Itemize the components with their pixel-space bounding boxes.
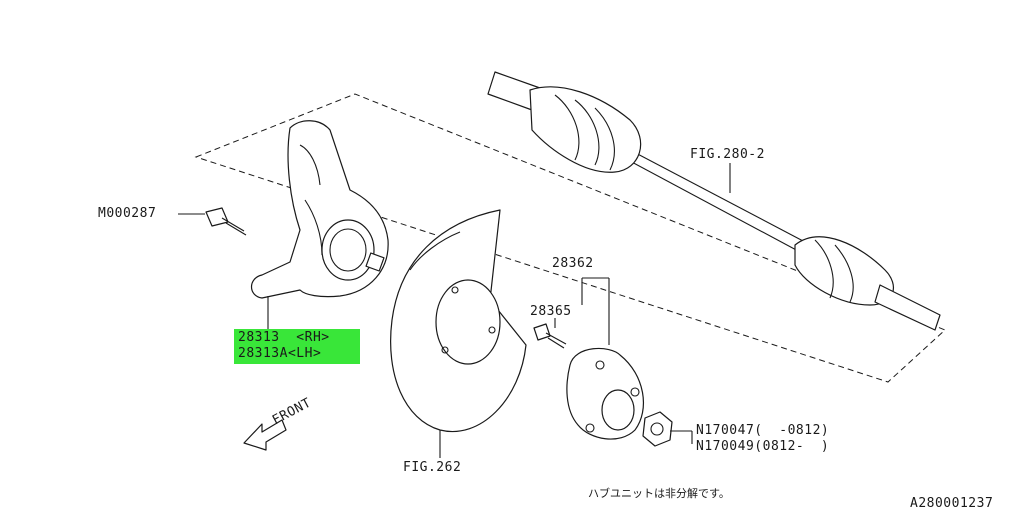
knuckle-bolt: [205, 207, 247, 236]
label-knuckle-lh[interactable]: 28313A<LH>: [238, 346, 322, 361]
label-knuckle-rh[interactable]: 28313 <RH>: [238, 330, 330, 345]
label-nut-a[interactable]: N170047( -0812): [696, 423, 830, 438]
diagram-id: A280001237: [910, 496, 994, 511]
steering-knuckle: [250, 120, 389, 299]
hub-unit: [566, 347, 644, 440]
highlight-knuckle: [234, 329, 360, 364]
note-text: ハブユニットは非分解です。: [588, 487, 730, 500]
label-hub-bolt[interactable]: 28365: [530, 304, 572, 319]
assembly-boundary: [194, 93, 946, 383]
label-bolt-part[interactable]: M000287: [98, 206, 157, 221]
drive-shaft: [487, 71, 941, 331]
front-arrow-icon: [243, 419, 287, 451]
label-nut-b[interactable]: N170049(0812- ): [696, 439, 830, 454]
brake-shield: [390, 209, 527, 433]
label-shield-fig[interactable]: FIG.262: [403, 460, 462, 475]
label-axle-fig[interactable]: FIG.280-2: [690, 147, 765, 162]
hub-bolt: [533, 323, 567, 349]
axle-nut: [642, 411, 673, 447]
label-hub-part[interactable]: 28362: [552, 256, 594, 271]
